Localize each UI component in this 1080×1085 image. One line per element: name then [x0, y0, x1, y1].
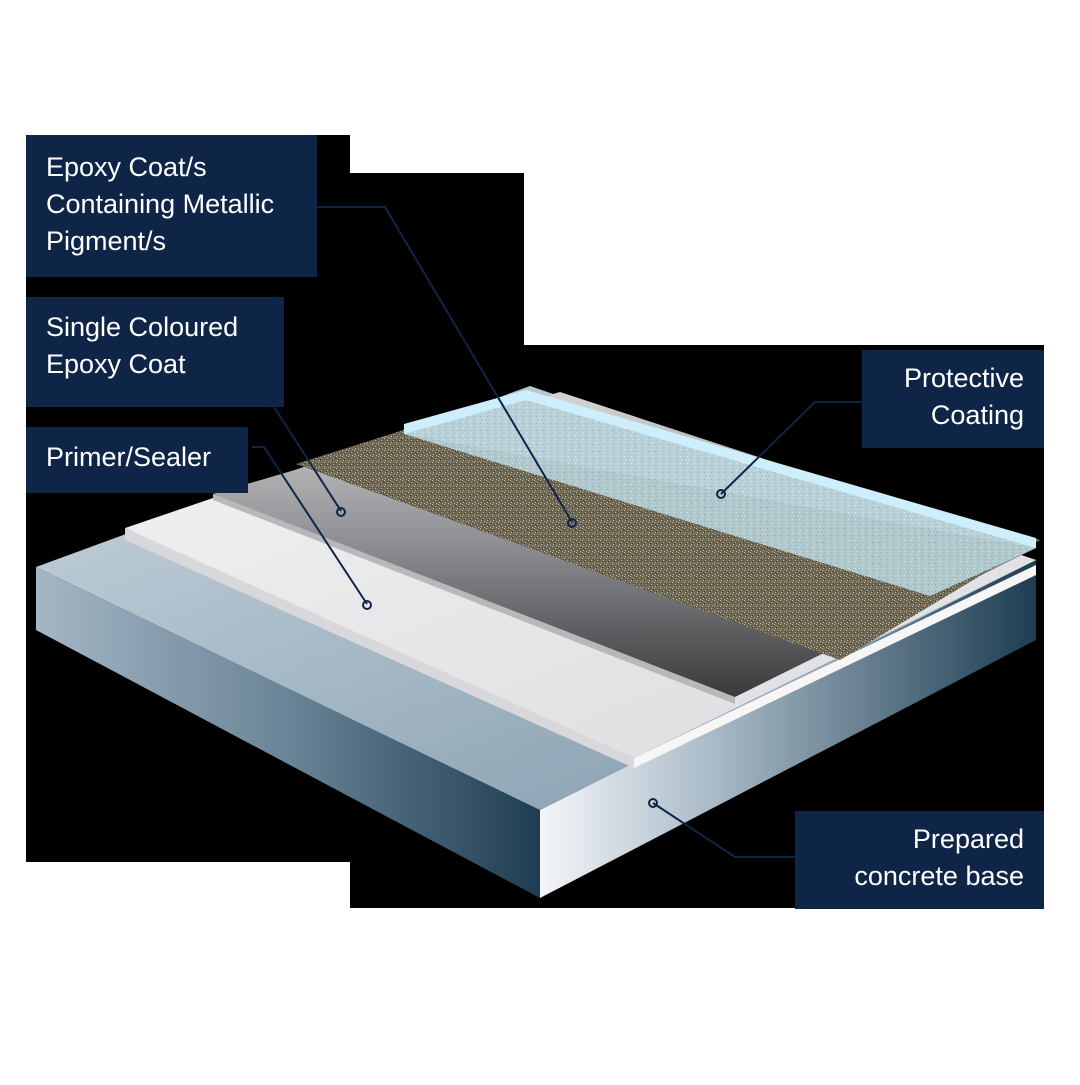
leader-concrete	[652, 802, 795, 858]
label-single-coloured-epoxy-coat: Single Coloured Epoxy Coat	[26, 297, 284, 407]
leader-metallic	[317, 206, 573, 523]
primer-side	[125, 528, 634, 768]
metallic-coat-top	[296, 392, 1040, 660]
leader-single	[273, 406, 342, 512]
single-coat-side	[213, 494, 735, 704]
primer-front	[634, 565, 1036, 768]
label-metallic-epoxy-coat: Epoxy Coat/s Containing Metallic Pigment…	[26, 135, 317, 277]
endpoint-metallic-icon	[567, 518, 577, 528]
leader-protective	[720, 401, 862, 495]
label-primer-sealer: Primer/Sealer	[26, 427, 248, 493]
leader-primer	[252, 446, 368, 605]
concrete-left-face	[36, 567, 540, 898]
endpoint-protective-icon	[716, 489, 726, 499]
leader-endpoints	[336, 489, 726, 808]
leader-lines	[252, 206, 862, 858]
endpoint-concrete-icon	[648, 798, 658, 808]
label-protective-coating: Protective Coating	[862, 350, 1044, 448]
label-prepared-concrete-base: Prepared concrete base	[795, 811, 1044, 909]
concrete-right-face	[540, 560, 1036, 898]
endpoint-single-icon	[336, 507, 346, 517]
endpoint-primer-icon	[362, 600, 372, 610]
